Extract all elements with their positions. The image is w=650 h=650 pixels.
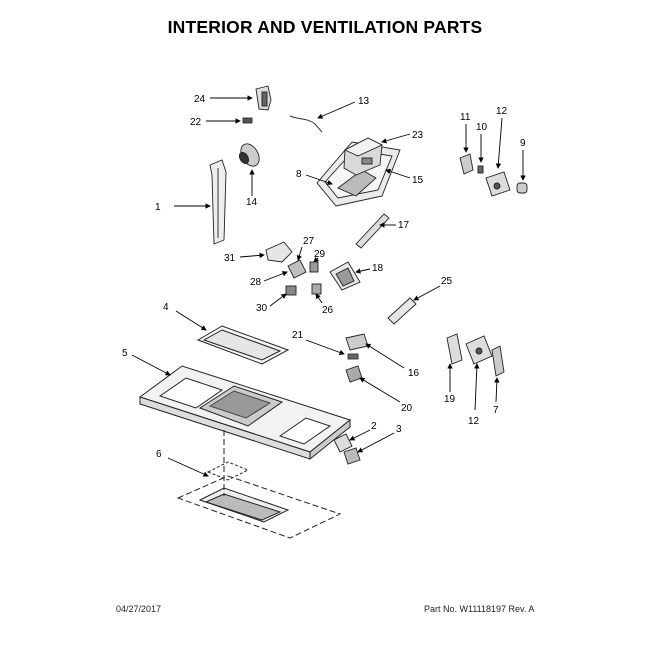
part-26-switch: [311, 283, 322, 295]
callout-9: 9: [520, 138, 526, 149]
callout-4: 4: [163, 302, 169, 313]
part-11-relay: [459, 153, 474, 175]
part-18-plate: [329, 261, 361, 291]
part-24-clip: [255, 85, 272, 111]
part-17-strip: [355, 213, 390, 249]
part-29-switch: [309, 261, 319, 273]
callout-6: 6: [156, 449, 162, 460]
callout-2: 2: [371, 421, 377, 432]
callout-5: 5: [122, 348, 128, 359]
callout-14: 14: [246, 197, 258, 208]
part-12-connector-lower: [465, 335, 493, 365]
callout-22: 22: [190, 117, 202, 128]
callout-31: 31: [224, 253, 236, 264]
page-title: INTERIOR AND VENTILATION PARTS: [167, 17, 483, 37]
part-5-bottom-plate: [138, 365, 352, 461]
callout-30: 30: [256, 303, 268, 314]
leader-lines: [131, 95, 526, 477]
part-23-motor: [343, 137, 384, 176]
callout-15: 15: [412, 175, 424, 186]
callout-23: 23: [412, 130, 424, 141]
callout-19: 19: [444, 394, 456, 405]
callout-10: 10: [476, 122, 488, 133]
callout-24: 24: [194, 94, 206, 105]
part-9-fuse: [516, 182, 528, 194]
callout-25: 25: [441, 276, 453, 287]
footer-part-number: Part No. W11118197 Rev. A: [424, 604, 535, 614]
part-12-connector-upper: [485, 171, 511, 197]
part-13-wire: [289, 115, 323, 133]
part-1-bracket: [209, 159, 227, 245]
callout-28: 28: [250, 277, 262, 288]
part-14-capacitor: [238, 143, 260, 167]
callout-12-upper: 12: [496, 106, 508, 117]
callout-29: 29: [314, 249, 326, 260]
part-16-sensor: [345, 333, 369, 351]
part-20-switch: [345, 365, 363, 383]
callout-7: 7: [493, 405, 499, 416]
callout-12-lower: 12: [468, 416, 480, 427]
callout-1: 1: [155, 202, 161, 213]
footer-date: 04/27/2017: [116, 604, 162, 614]
callout-21: 21: [292, 330, 304, 341]
part-30-switch: [285, 285, 297, 296]
part-6-grille: [176, 430, 342, 539]
part-22-small-clip: [242, 117, 253, 124]
part-2-lamp-socket: [333, 433, 353, 453]
part-27-28-interlock: [287, 259, 307, 279]
callout-17: 17: [398, 220, 410, 231]
callout-27: 27: [303, 236, 315, 247]
callout-26: 26: [322, 305, 334, 316]
part-19-switch: [446, 333, 463, 365]
callout-11: 11: [460, 112, 471, 123]
part-7-switch: [491, 345, 505, 377]
part-21-spring: [347, 353, 359, 360]
callout-13: 13: [358, 96, 370, 107]
part-3-bulb: [343, 447, 361, 465]
part-31-switch: [265, 241, 293, 263]
callout-16: 16: [408, 368, 420, 379]
part-25-bracket: [387, 297, 417, 325]
callout-20: 20: [401, 403, 413, 414]
callout-8: 8: [296, 169, 302, 180]
part-4-filter: [196, 325, 290, 365]
callout-18: 18: [372, 263, 384, 274]
part-10-pin: [477, 165, 484, 174]
callout-labels: 1 2 3 4 5 6 7 8 9 10 11 12 12 13 14 15 1…: [122, 94, 526, 460]
callout-3: 3: [396, 424, 402, 435]
